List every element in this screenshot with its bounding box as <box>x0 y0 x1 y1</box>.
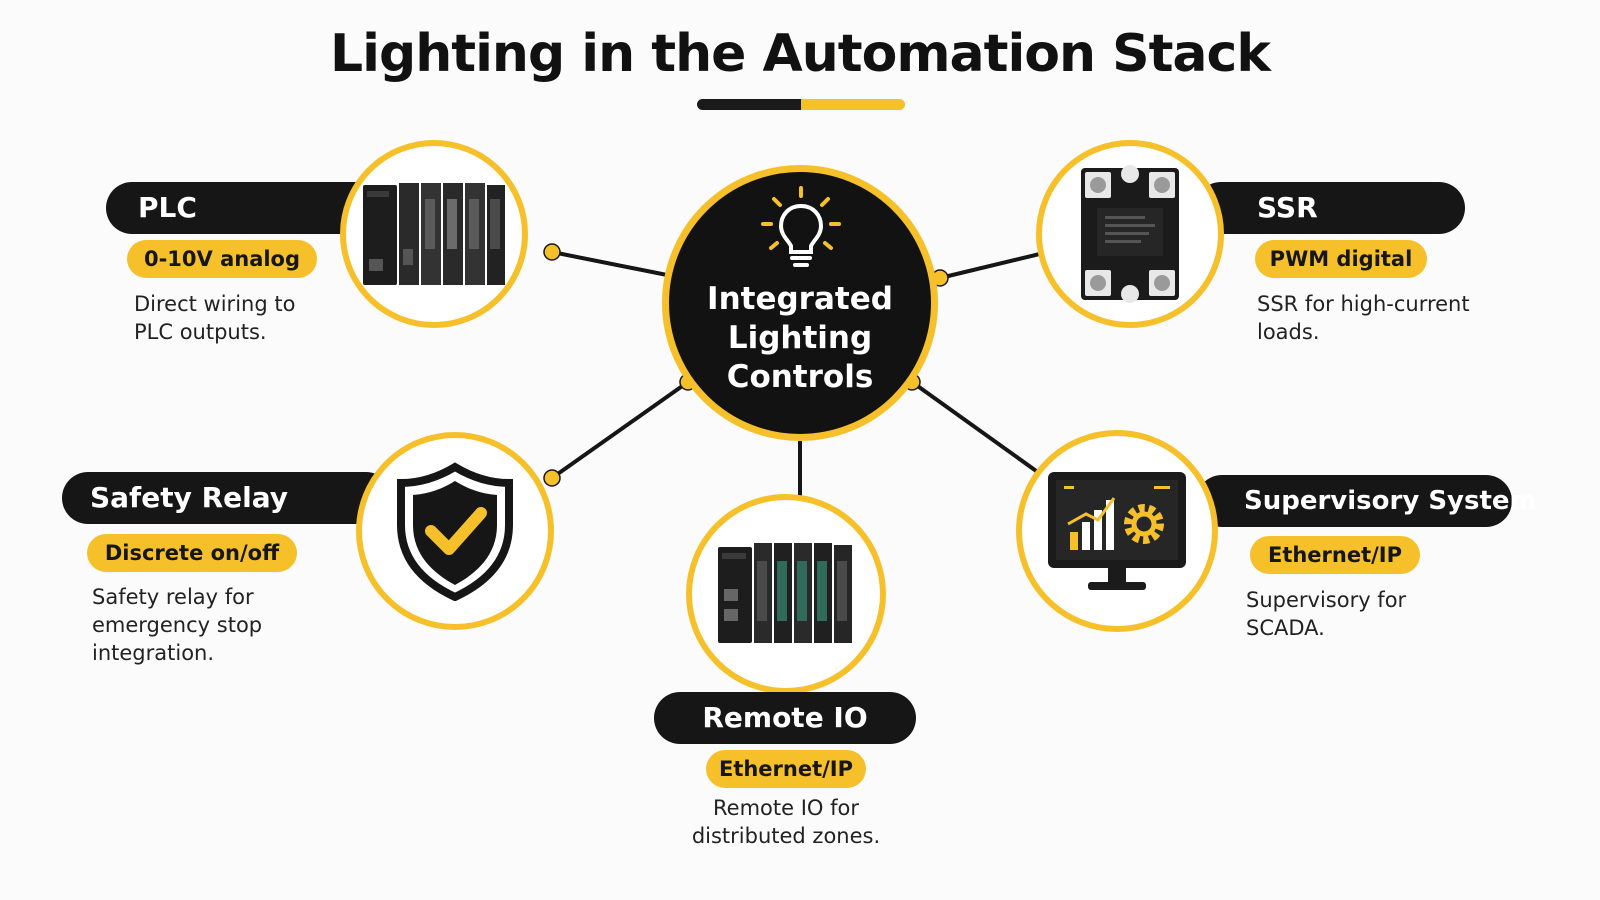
supervisory-protocol-badge: Ethernet/IP <box>1250 536 1420 574</box>
remote-io-title: Remote IO <box>702 701 868 734</box>
lightbulb-icon <box>761 186 841 267</box>
remote-io-title-pill: Remote IO <box>654 692 916 744</box>
connector-ssr <box>939 250 1049 280</box>
supervisory-description: Supervisory for SCADA. <box>1246 588 1407 640</box>
plc-protocol-badge: 0-10V analog <box>127 240 317 278</box>
underline-yellow-segment <box>801 99 905 110</box>
plc-title: PLC <box>138 191 197 224</box>
plc-image-circle <box>340 140 528 328</box>
safety-relay-image-circle <box>356 432 554 630</box>
monitor-chart-gear-icon <box>1048 472 1186 590</box>
ssr-protocol-badge: PWM digital <box>1255 240 1427 278</box>
ssr-description: SSR for high-current loads. <box>1257 292 1470 344</box>
safety-relay-description: Safety relay for emergency stop integrat… <box>92 585 263 665</box>
supervisory-title: Supervisory System <box>1244 486 1537 516</box>
shield-check-icon <box>397 462 513 601</box>
ssr-title: SSR <box>1257 191 1318 224</box>
plc-module-icon <box>363 183 505 285</box>
ssr-image-circle <box>1036 140 1224 328</box>
supervisory-image-circle <box>1016 430 1218 632</box>
safety-relay-title: Safety Relay <box>90 481 289 514</box>
remote-io-description: Remote IO for distributed zones. <box>691 796 881 848</box>
solid-state-relay-icon <box>1081 165 1179 303</box>
supervisory-title-pill: Supervisory System <box>1196 475 1537 527</box>
connector-dot <box>543 469 561 487</box>
io-module-icon <box>718 543 852 643</box>
safety-relay-protocol-badge: Discrete on/off <box>87 534 297 572</box>
connector-plc <box>551 250 683 280</box>
remote-io-protocol-badge: Ethernet/IP <box>706 750 866 788</box>
ssr-title-pill: SSR <box>1195 182 1465 234</box>
title-underline <box>697 99 905 110</box>
page-title: Lighting in the Automation Stack <box>330 24 1271 84</box>
plc-description: Direct wiring to PLC outputs. <box>134 292 296 344</box>
underline-dark-segment <box>697 99 801 110</box>
connector-safety-relay <box>550 380 690 480</box>
connector-supervisory <box>910 380 1048 480</box>
remote-io-image-circle <box>686 494 886 694</box>
connector-dot <box>543 243 561 261</box>
center-label: Integrated Lighting Controls <box>707 281 893 395</box>
safety-relay-title-pill: Safety Relay <box>62 472 392 524</box>
center-hub: Integrated Lighting Controls <box>662 165 938 441</box>
